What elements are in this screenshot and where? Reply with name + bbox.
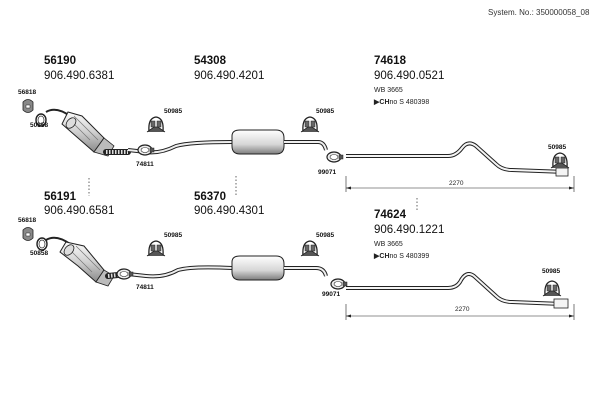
pipe-clamp-50985-a [146, 116, 166, 133]
hanger-99071-lower [330, 278, 348, 290]
wheelbase-74624: WB 3665 [374, 241, 403, 248]
certificate-74624: ▶CHno S 480399 [374, 253, 429, 260]
pipe-clamp-50985-b [300, 116, 320, 133]
rubber-mount-56818 [22, 99, 34, 113]
dimension-line-upper [345, 176, 575, 192]
part-number-56190: 56190 [44, 55, 76, 67]
oe-number-56370: 906.490.4301 [194, 205, 265, 217]
label-50858: 50858 [30, 122, 49, 129]
cert-number-74618: S 480398 [399, 99, 430, 106]
cert-number-74624: S 480399 [399, 253, 430, 260]
label-50985-f: 50985 [542, 268, 561, 275]
gasket-ring-50858-lower [36, 237, 48, 251]
oe-number-56190: 906.490.6381 [44, 70, 115, 82]
label-50858-lower: 50858 [30, 250, 49, 257]
label-56818-lower: 56818 [18, 217, 37, 224]
dimension-line-lower [345, 304, 575, 320]
clamp-74811-lower [116, 268, 134, 280]
length-74618: 2270 [449, 180, 464, 187]
ch-marker: ▶CH [374, 99, 390, 106]
front-pipe-muffler-54308 [127, 129, 328, 155]
label-74811-lower: 74811 [136, 284, 154, 291]
ch-suffix-lower: no [389, 253, 398, 260]
catalytic-converter-56191 [45, 236, 115, 287]
catalytic-converter-56190 [45, 108, 115, 157]
label-99071: 99071 [318, 169, 337, 176]
front-pipe-muffler-56370 [127, 255, 328, 281]
label-50985-a: 50985 [164, 108, 183, 115]
part-number-54308: 54308 [194, 55, 226, 67]
system-number: System. No.: 350000058_08 [488, 8, 590, 17]
part-number-74624: 74624 [374, 209, 406, 221]
length-74624: 2270 [455, 306, 470, 313]
rubber-mount-56818-lower [22, 227, 34, 241]
pipe-clamp-50985-c [550, 152, 570, 169]
oe-number-56191: 906.490.6581 [44, 205, 115, 217]
ch-marker-lower: ▶CH [374, 253, 390, 260]
label-50985-e: 50985 [316, 232, 335, 239]
part-number-56370: 56370 [194, 191, 226, 203]
certificate-74618: ▶CHno S 480398 [374, 99, 429, 106]
pipe-clamp-50985-d [146, 240, 166, 257]
oe-number-74618: 906.490.0521 [374, 70, 445, 82]
label-50985-d: 50985 [164, 232, 183, 239]
label-50985-b: 50985 [316, 108, 335, 115]
label-74811: 74811 [136, 161, 154, 168]
oe-number-54308: 906.490.4201 [194, 70, 265, 82]
label-50985-c: 50985 [548, 144, 567, 151]
rear-pipe-74618 [346, 141, 569, 177]
label-56818: 56818 [18, 89, 37, 96]
part-number-74618: 74618 [374, 55, 406, 67]
wheelbase-74618: WB 3665 [374, 87, 403, 94]
rear-pipe-74624 [346, 272, 569, 309]
part-number-56191: 56191 [44, 191, 76, 203]
oe-number-74624: 906.490.1221 [374, 224, 445, 236]
pipe-clamp-50985-e [300, 240, 320, 257]
hanger-99071 [326, 151, 344, 163]
pipe-clamp-50985-f [542, 280, 562, 297]
ch-suffix: no [389, 99, 398, 106]
label-99071-lower: 99071 [322, 291, 341, 298]
